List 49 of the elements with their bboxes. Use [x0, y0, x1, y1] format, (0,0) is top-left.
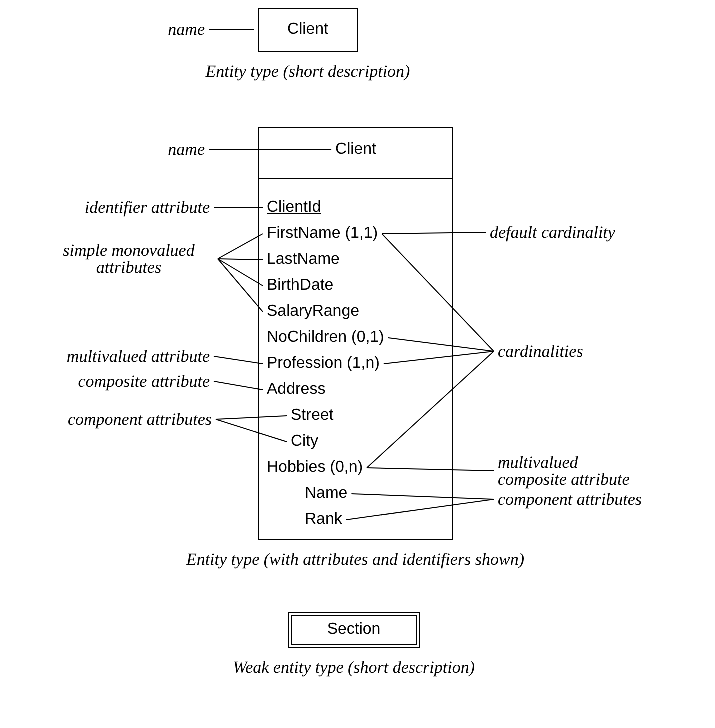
attribute-label: Name	[305, 484, 348, 504]
annotation-text: default cardinality	[490, 224, 616, 241]
attribute-label: City	[291, 432, 319, 452]
entity-box: Client	[258, 8, 358, 52]
attribute-label: SalaryRange	[267, 302, 360, 322]
annotation-text: identifier attribute	[84, 199, 210, 216]
annotation-text: component attributes	[68, 411, 212, 428]
leader-line	[208, 29, 254, 30]
annotation-text: multivalued attribute	[66, 348, 210, 365]
leader-line	[218, 258, 264, 312]
leader-line	[366, 468, 494, 472]
entity-name: Client	[336, 140, 376, 160]
leader-line	[388, 338, 494, 352]
annotation-text: simple monovalued attributes	[44, 242, 214, 276]
attribute-label: Street	[291, 406, 334, 426]
identifier-attribute: ClientId	[267, 198, 322, 218]
annotation-text: component attributes	[498, 491, 642, 508]
leader-line	[214, 207, 264, 208]
leader-line	[351, 494, 494, 500]
attribute-label: NoChildren (0,1)	[267, 328, 384, 348]
leader-line	[382, 232, 486, 234]
leader-line	[383, 351, 494, 364]
attribute-label: BirthDate	[267, 276, 334, 296]
leader-line	[214, 356, 264, 364]
node-label: Entity type (short description)	[204, 62, 412, 81]
leader-line	[218, 258, 264, 286]
attribute-label: FirstName (1,1)	[267, 224, 378, 244]
annotation-text: name	[168, 21, 205, 38]
annotation-text: composite attribute	[78, 373, 210, 390]
attribute-label: Hobbies (0,n)	[267, 458, 364, 478]
leader-line	[366, 351, 494, 468]
leader-line	[218, 234, 264, 260]
node-label: Entity type (with attributes and identifiers shown)	[185, 550, 526, 569]
entity-box	[258, 127, 453, 540]
attribute-label: Address	[267, 380, 326, 400]
leader-line	[216, 416, 288, 420]
leader-line	[346, 499, 494, 520]
attribute-label: Profession (1,n)	[267, 354, 380, 374]
leader-line	[218, 258, 264, 260]
leader-line	[208, 149, 332, 150]
attribute-label: LastName	[267, 250, 340, 270]
leader-line	[216, 419, 288, 442]
annotation-text: name	[168, 141, 205, 158]
leader-line	[214, 381, 264, 390]
annotation-text: cardinalities	[498, 343, 584, 360]
node-label: Weak entity type (short description)	[232, 658, 476, 677]
weak-entity-box: Section	[288, 612, 420, 648]
attribute-label: Rank	[305, 510, 342, 530]
leader-line	[382, 234, 494, 352]
